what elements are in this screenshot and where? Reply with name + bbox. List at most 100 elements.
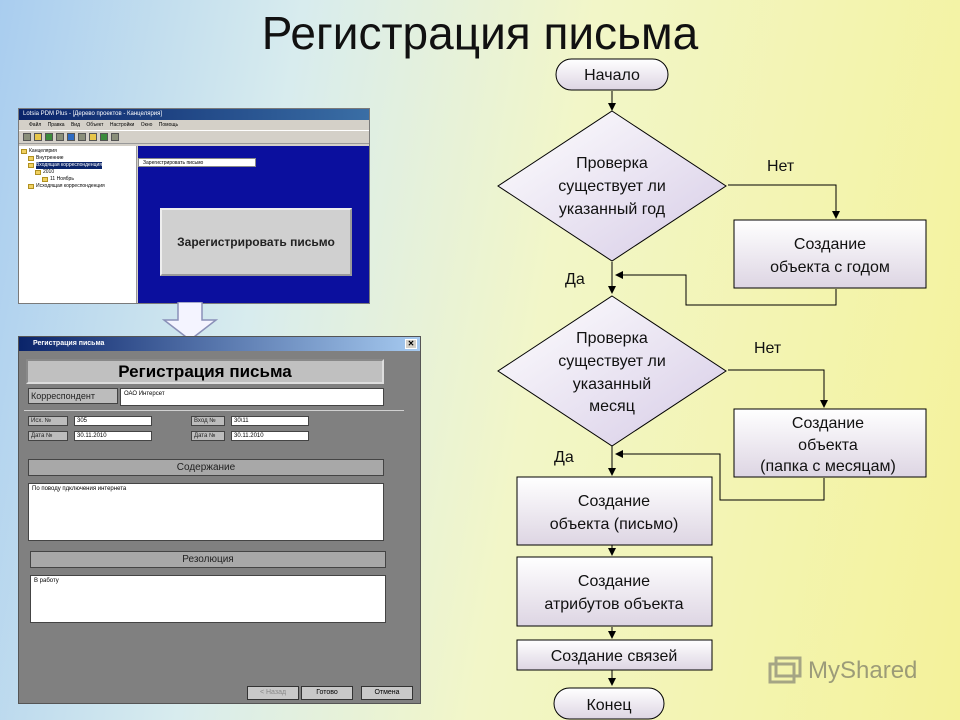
folder-icon[interactable] — [89, 133, 97, 141]
dialog-heading: Регистрация письма — [26, 359, 384, 384]
out-number-label: Исх. № — [28, 416, 68, 426]
app-toolbar — [19, 130, 369, 144]
date-label: Дата № — [191, 431, 225, 441]
decision-year — [497, 110, 727, 262]
correspondent-label: Корреспондент — [28, 388, 118, 404]
tree-item[interactable]: Канцелярия — [19, 148, 136, 155]
create-links-label: Создание связей — [551, 648, 678, 665]
decision-year-line: Проверка — [576, 155, 648, 172]
create-month-process — [733, 408, 927, 478]
page-title: Регистрация письма — [261, 7, 699, 59]
divider — [24, 410, 404, 411]
app-content-pane: Зарегистрировать письмо Зарегистрировать… — [138, 146, 369, 303]
new-icon[interactable] — [23, 133, 31, 141]
decision-month — [497, 295, 727, 447]
decision-year-line: существует ли — [558, 178, 666, 195]
registration-dialog-screenshot: Регистрация письма ✕ Регистрация письма … — [18, 336, 421, 704]
dialog-titlebar: Регистрация письма ✕ — [19, 337, 420, 351]
folder-icon — [28, 156, 34, 161]
create-attributes-process — [516, 556, 713, 627]
create-letter-line: Создание — [578, 493, 650, 510]
cut-icon[interactable] — [56, 133, 64, 141]
app-window-screenshot: Lotsia PDM Plus - [Дерево проектов - Кан… — [18, 108, 370, 304]
myshared-logo-icon — [768, 656, 802, 684]
create-attributes-line: Создание — [578, 573, 650, 590]
finish-button[interactable]: Готово — [301, 686, 353, 700]
folder-icon — [28, 184, 34, 189]
connector — [728, 369, 828, 408]
content-textarea[interactable]: По поводу пдключения интернета — [28, 483, 384, 541]
create-month-line: Создание — [792, 415, 864, 432]
out-number-field[interactable]: 305 — [74, 416, 152, 426]
resolution-section-header: Резолюция — [30, 551, 386, 568]
folder-icon — [21, 149, 27, 154]
create-month-line: объекта — [798, 437, 858, 454]
tree-item[interactable]: Исходящая корреспонденция — [19, 183, 136, 190]
decision-month-line: указанный — [573, 376, 651, 393]
create-links-process — [516, 639, 713, 671]
app-menubar: Файл Правка Вид Объект Настройки Окно По… — [19, 120, 369, 130]
folder-icon — [35, 170, 41, 175]
decision-month-line: Проверка — [576, 330, 648, 347]
menu-item-object[interactable]: Объект — [86, 122, 104, 128]
menu-item-file[interactable]: Файл — [29, 122, 42, 128]
tree-item[interactable]: 11 Ноябрь — [19, 176, 136, 183]
decision-year-line: указанный год — [559, 201, 666, 218]
watermark-text: MyShared — [808, 657, 918, 684]
back-button[interactable]: < Назад — [247, 686, 299, 700]
create-letter-line: объекта (письмо) — [550, 516, 679, 533]
create-letter-process — [516, 476, 713, 546]
decision-month-line: существует ли — [558, 353, 666, 370]
create-year-process — [733, 219, 927, 289]
start-terminator — [555, 58, 669, 91]
cancel-button[interactable]: Отмена — [361, 686, 413, 700]
date-field[interactable]: 30.11.2010 — [74, 431, 152, 441]
menu-item-help[interactable]: Помощь — [158, 122, 179, 128]
in-number-field[interactable]: 30\11 — [231, 416, 309, 426]
menu-item-window[interactable]: Окно — [140, 122, 153, 128]
menu-item-edit[interactable]: Правка — [47, 122, 65, 128]
yes-label: Да — [565, 271, 585, 288]
correspondent-field[interactable]: ОАО Интерсет — [120, 388, 384, 406]
watermark: MyShared — [768, 656, 917, 686]
menu-item-settings[interactable]: Настройки — [109, 122, 135, 128]
content-section-header: Содержание — [28, 459, 384, 476]
connector — [615, 271, 837, 306]
tab-register-letter[interactable]: Зарегистрировать письмо — [138, 158, 256, 167]
filter-icon[interactable] — [100, 133, 108, 141]
connector — [728, 184, 840, 219]
dialog-title: Регистрация письма — [33, 340, 105, 347]
tree-item-selected[interactable]: Входящая корреспонденция — [19, 162, 136, 169]
create-month-line: (папка с месяцам) — [760, 458, 896, 475]
end-label: Конец — [586, 697, 631, 714]
create-attributes-line: атрибутов объекта — [544, 596, 683, 613]
date-field[interactable]: 30.11.2010 — [231, 431, 309, 441]
no-label: Нет — [754, 340, 782, 357]
folder-icon — [28, 163, 34, 168]
menu-item-view[interactable]: Вид — [70, 122, 81, 128]
app-titlebar: Lotsia PDM Plus - [Дерево проектов - Кан… — [19, 109, 369, 120]
paste-icon[interactable] — [78, 133, 86, 141]
down-arrow-icon — [161, 302, 219, 341]
decision-month-line: месяц — [589, 398, 635, 415]
copy-icon[interactable] — [67, 133, 75, 141]
tree-item[interactable]: 2010 — [19, 169, 136, 176]
resolution-textarea[interactable]: В работу — [30, 575, 386, 623]
in-number-label: Вход № — [191, 416, 225, 426]
start-label: Начало — [584, 67, 640, 84]
create-year-line: объекта с годом — [770, 259, 890, 276]
binoculars-icon[interactable] — [111, 133, 119, 141]
end-terminator — [553, 687, 665, 720]
save-icon[interactable] — [45, 133, 53, 141]
open-folder-icon[interactable] — [34, 133, 42, 141]
close-icon[interactable]: ✕ — [405, 339, 417, 349]
folder-icon — [42, 177, 48, 182]
connector — [615, 450, 825, 501]
tree-item[interactable]: Внутренние — [19, 155, 136, 162]
create-year-line: Создание — [794, 236, 866, 253]
register-letter-button[interactable]: Зарегистрировать письмо — [160, 208, 352, 276]
date-label: Дата № — [28, 431, 68, 441]
project-tree: Канцелярия Внутренние Входящая корреспон… — [19, 146, 137, 303]
no-label: Нет — [767, 158, 795, 175]
